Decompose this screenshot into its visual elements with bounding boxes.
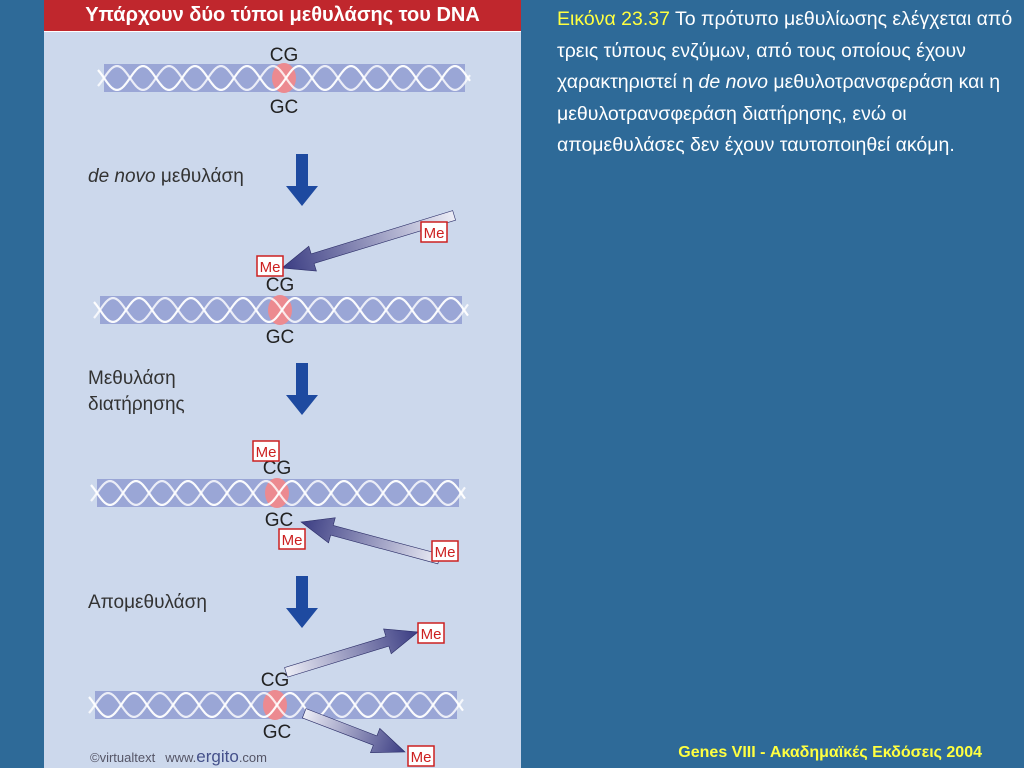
dna-strand [97, 65, 471, 91]
dna-helix [88, 690, 464, 720]
methyl-label: Me [282, 532, 303, 549]
step-label-rest: μεθυλάση [156, 166, 244, 187]
figure-caption: Εικόνα 23.37 Το πρότυπο μεθυλίωσης ελέγχ… [557, 4, 1019, 162]
dna-strand [90, 480, 466, 506]
dna-helix [90, 478, 466, 508]
gc-label: GC [265, 510, 294, 531]
dna-strand [90, 480, 466, 506]
caption-text: Το πρότυπο μεθυλίωσης ελέγχεται από τρει… [557, 8, 1013, 93]
watermark-prefix: ©virtualtext [90, 750, 156, 765]
watermark-www: www. [164, 750, 196, 765]
cg-label: CG [263, 458, 292, 479]
methyl-group-badge: Me [256, 255, 284, 277]
source-credit: Genes VIII - Ακαδημαϊκές Εκδόσεις 2004 [678, 744, 982, 761]
watermark: ©virtualtext www.ergito.com [90, 747, 267, 766]
caption-emphasis: de novo [698, 71, 768, 93]
down-arrow-icon [286, 154, 318, 206]
methyl-group-badge: Me [420, 221, 448, 243]
figure-title: Υπάρχουν δύο τύποι μεθυλάσης του DNA [44, 0, 521, 32]
methyl-group-badge: Me [417, 622, 445, 644]
methyl-label: Me [424, 225, 445, 242]
methyl-group-badge: Me [278, 528, 306, 550]
methyl-group-badge: Me [407, 745, 435, 767]
down-arrow-icon [286, 363, 318, 415]
methyl-label: Me [421, 626, 442, 643]
dna-helix [97, 63, 471, 93]
methyl-label: Me [435, 544, 456, 561]
watermark-brand: ergito [196, 747, 239, 766]
gc-label: GC [266, 327, 295, 348]
step-label-de-novo: de novo μεθυλάση [88, 166, 244, 187]
watermark-tld: .com [239, 750, 267, 765]
cg-site-highlight [265, 478, 289, 508]
methyl-group-badge: Me [252, 440, 280, 462]
down-arrow-icon [286, 576, 318, 628]
step-label-maintenance: διατήρησης [88, 394, 185, 415]
figure-number: Εικόνα 23.37 [557, 8, 670, 30]
caption-text: μεθυλοτρανσφεράση και η μεθυλοτρανσφεράσ… [557, 71, 1001, 156]
methyl-arrow-icon [301, 708, 406, 753]
step-label-demethylase: Απομεθυλάση [88, 592, 207, 613]
methyl-arrow-icon [281, 210, 456, 272]
dna-strand [93, 297, 469, 323]
methyl-group-badge: Me [431, 540, 459, 562]
methyl-arrow-icon [300, 517, 441, 565]
methyl-label: Me [256, 444, 277, 461]
cg-label: CG [266, 275, 295, 296]
methyl-label: Me [411, 749, 432, 766]
gc-label: GC [263, 722, 292, 743]
methyl-arrow-icon [284, 628, 419, 678]
figure-drawing: CG GC CG GC CG GC CG GC de novo μεθυλάση… [88, 45, 471, 767]
cg-site-highlight [272, 63, 296, 93]
dna-strand [88, 692, 464, 718]
gc-label: GC [270, 97, 299, 118]
cg-label: CG [261, 670, 290, 691]
dna-strand [97, 65, 471, 91]
dna-methylation-figure: CG GC CG GC CG GC CG GC de novo μεθυλάση… [44, 0, 521, 768]
cg-site-highlight [268, 295, 292, 325]
dna-strand [88, 692, 464, 718]
methyl-label: Me [260, 259, 281, 276]
cg-site-highlight [263, 690, 287, 720]
step-label-maintenance: Μεθυλάση [88, 368, 176, 389]
dna-helix [93, 295, 469, 325]
dna-strand [93, 297, 469, 323]
cg-label: CG [270, 45, 299, 66]
step-label-em: de novo [88, 166, 156, 187]
